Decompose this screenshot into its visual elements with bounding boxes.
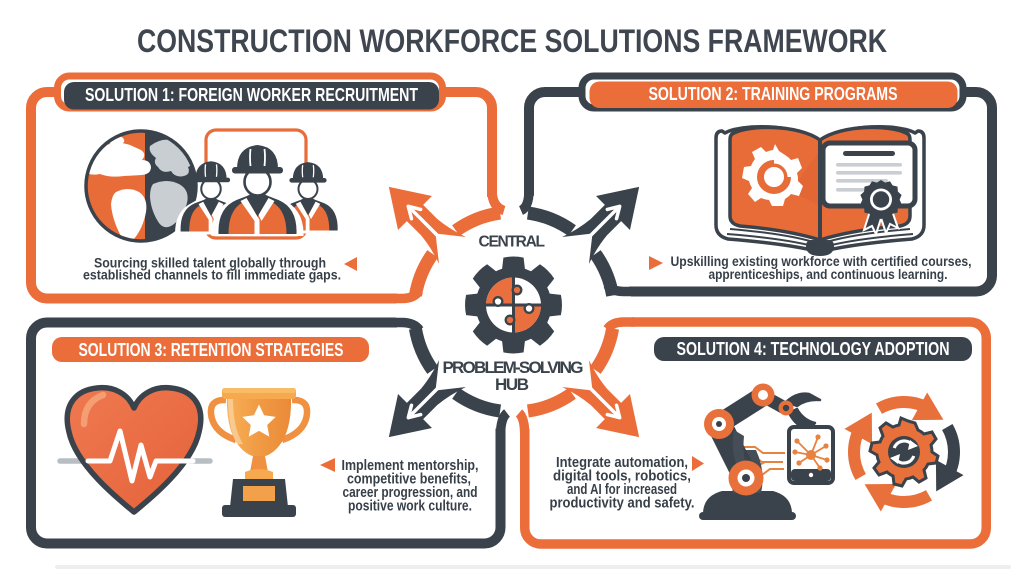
svg-text:CONSTRUCTION WORKFORCE SOLUTIO: CONSTRUCTION WORKFORCE SOLUTIONS FRAMEWO… (137, 23, 887, 59)
svg-text:PROBLEM-SOLVING: PROBLEM-SOLVING (443, 358, 584, 377)
svg-text:SOLUTION 2: TRAINING PROGRAMS: SOLUTION 2: TRAINING PROGRAMS (649, 83, 898, 104)
svg-text:SOLUTION 4: TECHNOLOGY ADOPTIO: SOLUTION 4: TECHNOLOGY ADOPTION (677, 339, 950, 359)
svg-text:career progression, and: career progression, and (343, 484, 478, 501)
svg-text:positive work culture.: positive work culture. (348, 498, 472, 515)
svg-text:CENTRAL: CENTRAL (479, 234, 546, 251)
svg-text:and AI for increased: and AI for increased (567, 481, 677, 498)
svg-text:Integrate automation,: Integrate automation, (556, 454, 688, 471)
svg-text:competitive benefits,: competitive benefits, (347, 471, 471, 488)
svg-text:Implement mentorship,: Implement mentorship, (342, 457, 479, 474)
svg-text:Upskilling existing workforce: Upskilling existing workforce with certi… (671, 254, 972, 269)
svg-text:SOLUTION 1: FOREIGN WORKER REC: SOLUTION 1: FOREIGN WORKER RECRUITMENT (85, 84, 419, 105)
svg-text:HUB: HUB (495, 375, 529, 394)
svg-text:apprenticeships, and continuou: apprenticeships, and continuous learning… (709, 267, 948, 282)
svg-text:Sourcing skilled talent global: Sourcing skilled talent globally through (94, 256, 326, 271)
svg-text:digital tools, robotics,: digital tools, robotics, (553, 468, 691, 485)
svg-text:established channels to fill i: established channels to fill immediate g… (83, 268, 341, 283)
svg-text:SOLUTION 3: RETENTION STRATEGI: SOLUTION 3: RETENTION STRATEGIES (79, 340, 344, 360)
svg-text:productivity and safety.: productivity and safety. (550, 495, 695, 512)
